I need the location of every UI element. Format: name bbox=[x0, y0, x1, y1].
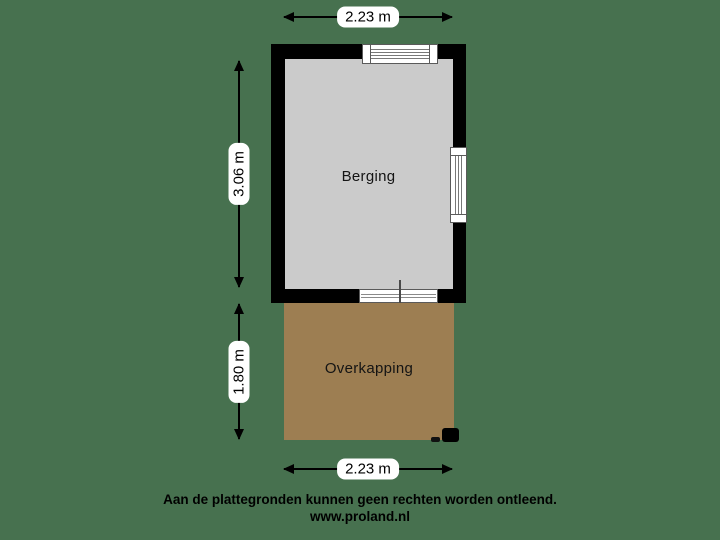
downspout-icon bbox=[442, 428, 459, 442]
dimension-left-lower: 1.80 m bbox=[227, 303, 251, 440]
dimension-top-label: 2.23 m bbox=[337, 6, 399, 28]
berging-room-label: Berging bbox=[341, 168, 396, 185]
window-frame-cap bbox=[429, 45, 437, 63]
dimension-bottom-label: 2.23 m bbox=[337, 458, 399, 480]
arrow-down-icon bbox=[234, 429, 244, 440]
dimension-left-lower-label: 1.80 m bbox=[228, 340, 250, 403]
window-top-icon bbox=[362, 44, 438, 64]
window-glazing bbox=[370, 47, 430, 61]
arrow-right-icon bbox=[442, 464, 453, 474]
window-glazing bbox=[361, 292, 436, 300]
arrow-up-icon bbox=[234, 303, 244, 314]
window-frame-cap bbox=[451, 214, 466, 222]
arrow-up-icon bbox=[234, 60, 244, 71]
arrow-left-icon bbox=[283, 12, 294, 22]
berging-floor bbox=[285, 59, 453, 289]
window-frame-cap bbox=[363, 45, 371, 63]
footer: Aan de plattegronden kunnen geen rechten… bbox=[0, 491, 720, 525]
website-text: www.proland.nl bbox=[310, 509, 410, 524]
arrow-down-icon bbox=[234, 277, 244, 288]
overkapping-area: Overkapping bbox=[284, 303, 459, 442]
arrow-left-icon bbox=[283, 464, 294, 474]
arrow-right-icon bbox=[442, 12, 453, 22]
downspout-tail-icon bbox=[431, 437, 440, 442]
door-swing-line bbox=[399, 280, 401, 311]
dimension-left-upper-label: 3.06 m bbox=[228, 143, 250, 205]
dimension-top: 2.23 m bbox=[283, 5, 453, 29]
window-frame-cap bbox=[451, 148, 466, 156]
window-glazing bbox=[453, 155, 464, 215]
door-bottom-icon bbox=[359, 289, 438, 303]
berging-building-walls: Berging bbox=[271, 44, 467, 303]
window-right-icon bbox=[450, 147, 467, 223]
overkapping-room-label: Overkapping bbox=[324, 360, 414, 377]
dimension-left-upper: 3.06 m bbox=[227, 60, 251, 288]
disclaimer-text: Aan de plattegronden kunnen geen rechten… bbox=[163, 492, 557, 507]
dimension-bottom: 2.23 m bbox=[283, 457, 453, 481]
